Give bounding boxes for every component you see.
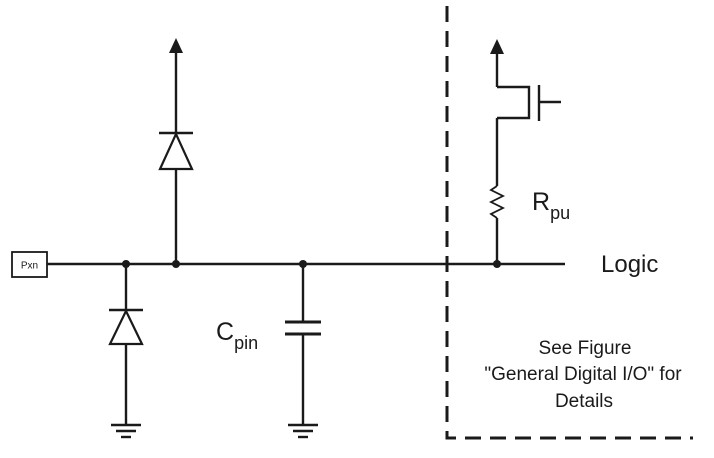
ground-icon [288, 423, 318, 439]
pmos-channel [497, 85, 531, 120]
lower-clamp-diode [108, 264, 144, 439]
logic-boundary [445, 6, 693, 440]
junction-dot [172, 260, 180, 268]
pin-capacitor [285, 264, 321, 439]
pin-box: Pxn [11, 251, 48, 278]
ground-icon [111, 423, 141, 439]
resistor-zigzag [488, 185, 506, 219]
pin-label: Pxn [21, 261, 38, 272]
vcc-arrow-icon [490, 39, 504, 54]
diode-triangle [108, 308, 144, 346]
reference-note: See Figure "General Digital I/O" for Det… [484, 338, 682, 412]
capacitor-label: Cpin [216, 318, 258, 353]
junction-dot [299, 260, 307, 268]
note-line-1: See Figure [539, 338, 632, 359]
resistor-label: Rpu [532, 188, 570, 223]
vcc-arrow-icon [169, 38, 183, 53]
note-line-3: Details [555, 391, 613, 412]
diode-triangle [158, 131, 194, 171]
upper-clamp-diode [158, 38, 194, 264]
note-line-2: "General Digital I/O" for [484, 364, 682, 385]
logic-label: Logic [601, 251, 658, 278]
pull-up-network [488, 39, 561, 264]
junction-dot [493, 260, 501, 268]
junction-dot [122, 260, 130, 268]
